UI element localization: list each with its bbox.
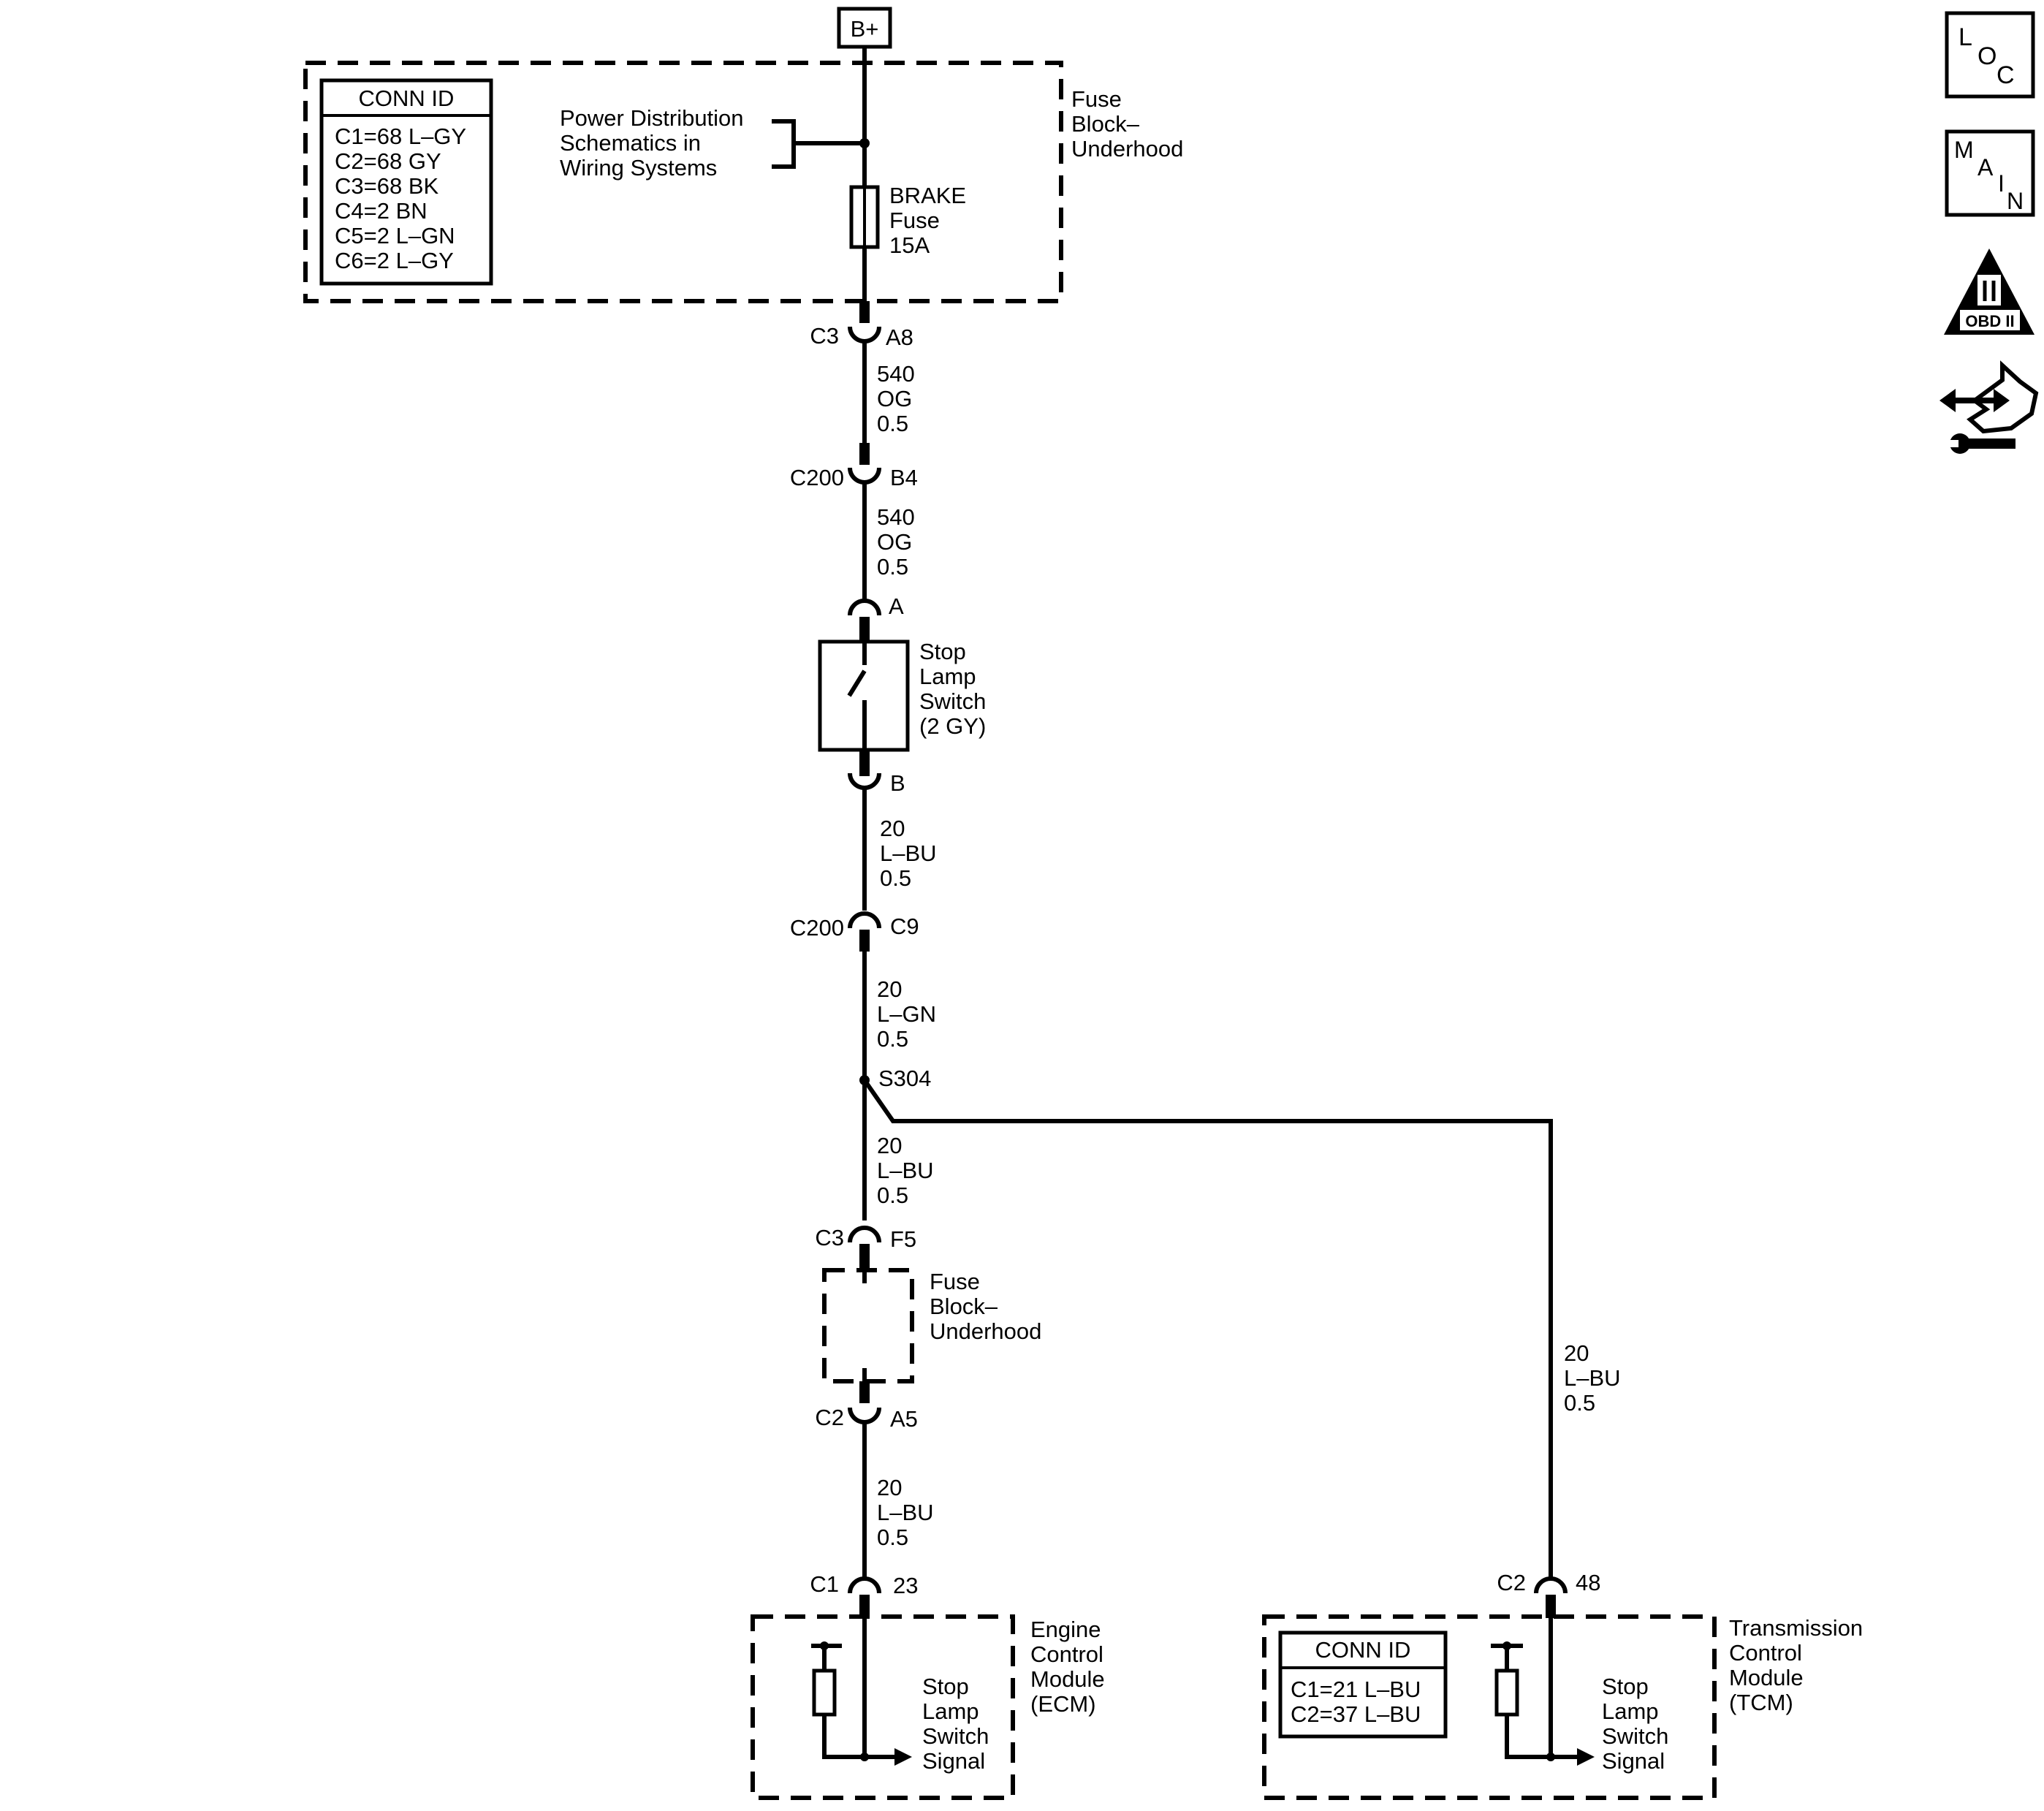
svg-text:A5: A5	[890, 1406, 918, 1432]
svg-text:OBD II: OBD II	[1965, 312, 2014, 330]
tcm-signal-arrow-icon	[1577, 1748, 1595, 1766]
splice-s304: S304	[859, 1066, 1553, 1579]
svg-text:CONN ID: CONN ID	[1315, 1637, 1411, 1663]
connector-c200-c9: C200 C9	[790, 911, 919, 952]
svg-text:C200: C200	[790, 465, 844, 490]
hand-wrench-icon[interactable]	[1939, 360, 2039, 454]
main-icon[interactable]: M A I N	[1945, 129, 2035, 217]
svg-text:C1: C1	[810, 1571, 839, 1597]
svg-text:C200: C200	[790, 915, 844, 941]
svg-text:23: 23	[893, 1573, 918, 1598]
ecm-input-circuit	[811, 1618, 912, 1766]
connector-c3-f5: C3 F5	[815, 1225, 916, 1270]
wire-label-20-lbu-2: 20 L–BU 0.5	[877, 1133, 940, 1208]
wire-label-540-og-2: 540 OG 0.5	[877, 504, 921, 580]
b-plus-label: B+	[851, 16, 879, 42]
switch-pin-b: B	[890, 770, 905, 796]
ecm-signal-arrow-icon	[894, 1748, 912, 1766]
wire-label-20-lgn: 20 L–GN 0.5	[877, 976, 943, 1052]
connector-c200-b4: C200 B4	[790, 443, 918, 490]
conn-id-table-top: CONN ID C1=68 L–GY C2=68 GY C3=68 BK C4=…	[319, 78, 493, 286]
fuse-block-top-label: Fuse Block– Underhood	[1071, 86, 1183, 162]
svg-text:C: C	[1996, 61, 2015, 89]
svg-text:C3: C3	[810, 323, 839, 349]
tcm-input-circuit	[1491, 1618, 1595, 1766]
svg-text:C2: C2	[1497, 1570, 1526, 1595]
svg-text:C1=21 L–BU C2=37 L–BU: C1=21 L–BU C2=37 L–BU	[1291, 1677, 1427, 1727]
wire-label-20-lbu-3: 20 L–BU 0.5	[877, 1475, 940, 1550]
switch-pin-a: A	[889, 593, 904, 619]
fuse-block-underhood-mid	[822, 1268, 914, 1383]
obd-ii-icon[interactable]: OBD II	[1944, 248, 2034, 335]
brake-fuse-label: BRAKE Fuse 15A	[889, 183, 973, 258]
svg-text:L: L	[1958, 23, 1972, 51]
svg-text:O: O	[1977, 42, 1996, 70]
fuse-block-mid-label: Fuse Block– Underhood	[930, 1269, 1041, 1344]
connector-c2-a5: C2 A5	[815, 1381, 918, 1432]
svg-text:C9: C9	[890, 914, 919, 939]
conn-id-title: CONN ID	[359, 86, 455, 111]
connector-c2-48: C2 48	[1497, 1570, 1600, 1618]
wire-label-20-lbu-4: 20 L–BU 0.5	[1564, 1340, 1627, 1416]
fuse-block-underhood-top	[303, 61, 1063, 303]
loc-icon[interactable]: L O C	[1945, 11, 2035, 99]
svg-text:S304: S304	[878, 1066, 931, 1091]
svg-text:A8: A8	[886, 324, 913, 350]
stop-lamp-switch-label: Stop Lamp Switch (2 GY)	[919, 639, 992, 739]
engine-control-module	[751, 1614, 1015, 1800]
stop-lamp-switch: A B	[818, 593, 910, 796]
ecm-signal-label: Stop Lamp Switch Signal	[922, 1674, 995, 1774]
connector-c1-23: C1 23	[810, 1571, 918, 1618]
svg-text:C3: C3	[815, 1225, 844, 1250]
svg-text:Power Distribution Schem: Power Distribution Schematics in Wiring …	[560, 105, 750, 181]
connector-c3-a8: C3 A8	[810, 301, 913, 350]
tcm-signal-label: Stop Lamp Switch Signal	[1602, 1674, 1675, 1774]
conn-id-table-tcm: CONN ID C1=21 L–BU C2=37 L–BU	[1278, 1630, 1448, 1739]
svg-text:B4: B4	[890, 465, 918, 490]
power-distribution-reference: Power Distribution Schematics in Wiring …	[560, 105, 870, 181]
b-plus-terminal: B+	[837, 7, 892, 49]
svg-text:F5: F5	[890, 1226, 916, 1252]
tcm-label: Transmission Control Module (TCM)	[1729, 1615, 1869, 1715]
svg-text:48: 48	[1576, 1570, 1600, 1595]
wire-label-540-og-1: 540 OG 0.5	[877, 361, 921, 436]
svg-text:C2: C2	[815, 1405, 844, 1430]
conn-id-rows: C1=68 L–GY C2=68 GY C3=68 BK C4=2 BN C5=…	[335, 124, 472, 273]
svg-text:I: I	[1998, 170, 2005, 197]
ecm-label: Engine Control Module (ECM)	[1030, 1617, 1111, 1717]
wire-label-20-lbu-1: 20 L–BU 0.5	[880, 816, 943, 891]
svg-text:N: N	[2007, 188, 2024, 214]
svg-text:M: M	[1954, 137, 1974, 163]
svg-text:A: A	[1977, 154, 1994, 181]
transmission-control-module	[1262, 1614, 1717, 1800]
